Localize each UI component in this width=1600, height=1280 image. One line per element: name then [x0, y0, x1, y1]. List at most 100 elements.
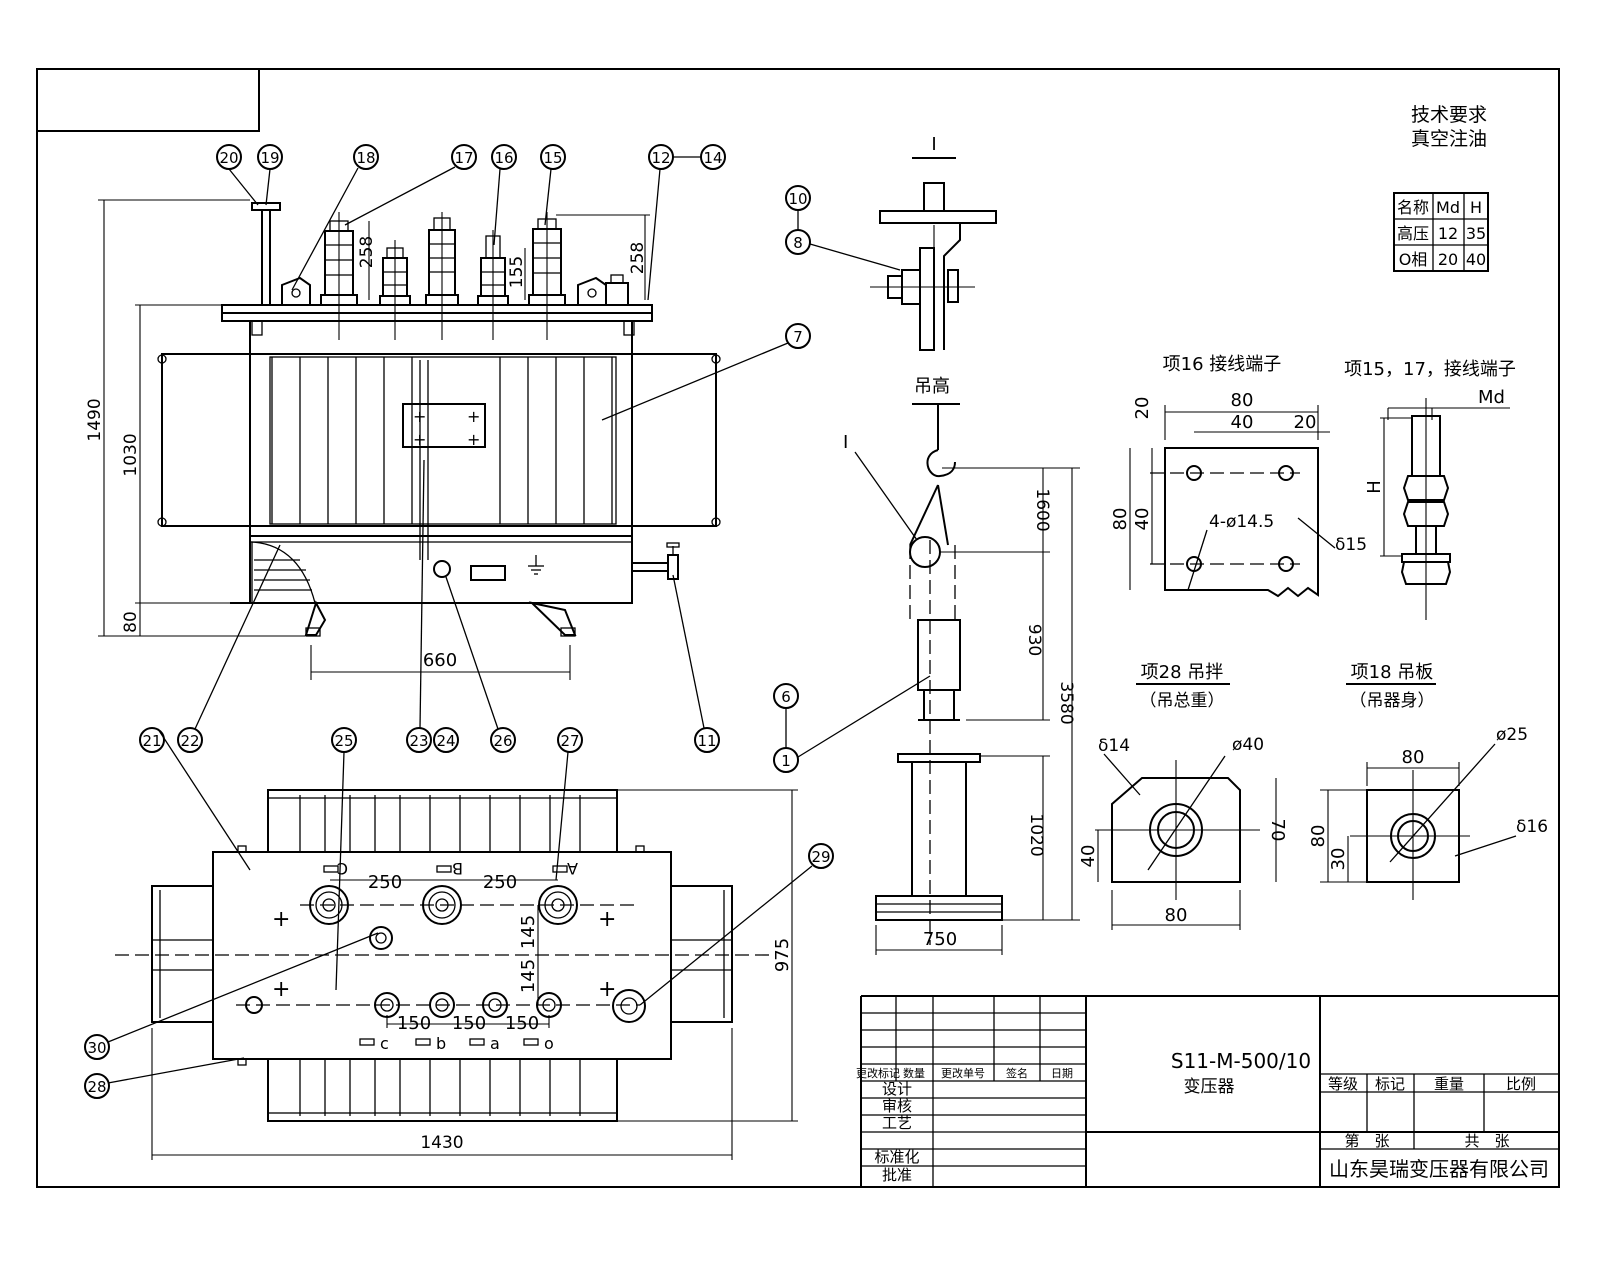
company-name: 山东昊瑞变压器有限公司 [1329, 1157, 1549, 1181]
param-row1-name: 高压 [1397, 224, 1429, 243]
change-col-mark: 更改标记 [856, 1066, 900, 1080]
lift28-sub: （吊总重） [1140, 691, 1225, 711]
product-name: 变压器 [1184, 1077, 1235, 1097]
dim-150-a: 150 [397, 1013, 431, 1034]
t16-dim-80h: 80 [1110, 508, 1131, 531]
dim-80-base: 80 [121, 611, 141, 633]
drawing-border [36, 68, 1560, 1188]
t16-dim-20: 20 [1294, 412, 1317, 433]
l28-dim-80: 80 [1165, 905, 1188, 926]
top-view: + + + + C B A c b a o [115, 789, 775, 1122]
balloon-21: 21 [142, 732, 161, 750]
dim-250-b: 250 [483, 872, 517, 893]
dim-975: 975 [772, 938, 793, 972]
sheet-number: 第 张 [1344, 1132, 1389, 1150]
dim-1020: 1020 [1026, 813, 1046, 856]
lift18-dia: ø25 [1496, 725, 1528, 745]
title-block: 更改标记 数量 更改单号 签名 日期 设计 审核 工艺 标准化 批准 S11-M… [856, 995, 1559, 1187]
balloon-16: 16 [494, 149, 513, 167]
phase-A: A [567, 859, 578, 878]
balloon-11: 11 [697, 732, 716, 750]
dim-1600: 1600 [1032, 488, 1052, 531]
dim-1430: 1430 [420, 1133, 463, 1153]
balloon-22: 22 [180, 732, 199, 750]
balloon-26: 26 [493, 732, 512, 750]
balloon-23: 23 [409, 732, 428, 750]
item-balloons: 20 19 18 17 16 15 12 14 10 8 7 6 1 11 21… [84, 144, 931, 1099]
svg-text:+: + [272, 977, 290, 1002]
role-process: 工艺 [882, 1114, 912, 1132]
stage-col-level: 等级 [1328, 1075, 1358, 1093]
balloon-15: 15 [543, 149, 562, 167]
change-col-sign: 签名 [1006, 1066, 1028, 1080]
tech-requirements-line1: 真空注油 [1411, 128, 1487, 150]
lift-18-view: 项18 吊板 （吊器身） 80 80 30 ø25 δ16 [1308, 662, 1548, 900]
stage-col-scale: 比例 [1506, 1075, 1536, 1093]
balloon-25: 25 [334, 732, 353, 750]
balloon-28: 28 [87, 1078, 106, 1096]
balloon-10: 10 [788, 190, 807, 208]
balloon-18: 18 [356, 149, 375, 167]
t16-dim-20b: 20 [1132, 397, 1153, 420]
param-row2-h: 40 [1466, 250, 1486, 269]
terminal15-title: 项15，17，接线端子 [1344, 359, 1516, 380]
terminal15-md: Md [1478, 387, 1505, 408]
dim-750: 750 [923, 929, 957, 950]
terminal-16-view: 项16 接线端子 80 40 20 20 80 40 4-ø14.5 δ15 [1110, 354, 1367, 598]
phase-B: B [452, 859, 463, 878]
role-approve: 批准 [882, 1166, 912, 1184]
stage-col-mark: 标记 [1375, 1075, 1405, 1093]
balloon-20: 20 [219, 149, 238, 167]
dim-930: 930 [1024, 624, 1044, 656]
terminal15-h: H [1364, 480, 1385, 494]
stage-col-weight: 重量 [1434, 1075, 1464, 1093]
l18-dim-80h: 80 [1308, 825, 1329, 848]
t16-dim-40: 40 [1231, 412, 1254, 433]
param-header-h: H [1470, 198, 1482, 217]
l28-dim-70: 70 [1267, 819, 1288, 842]
change-col-qty: 数量 [903, 1067, 925, 1080]
param-header-name: 名称 [1397, 198, 1429, 217]
dim-145-b: 145 [518, 959, 539, 993]
lift-28-view: 项28 吊拌 （吊总重） 80 70 40 δ14 ø40 [1078, 662, 1288, 930]
svg-text:+: + [598, 977, 616, 1002]
balloon-8: 8 [793, 234, 803, 252]
param-row1-md: 12 [1438, 224, 1458, 243]
dim-150-b: 150 [452, 1013, 486, 1034]
balloon-24: 24 [436, 732, 455, 750]
dim-258-left: 258 [357, 236, 377, 268]
terminal16-title: 项16 接线端子 [1163, 354, 1282, 375]
l18-dim-30: 30 [1328, 848, 1349, 871]
svg-text:+: + [272, 907, 290, 932]
t16-hole-note: 4-ø14.5 [1209, 512, 1274, 532]
phase-b: b [436, 1034, 446, 1053]
sheet-total: 共 张 [1464, 1132, 1509, 1150]
balloon-6: 6 [781, 688, 791, 706]
svg-text:+: + [467, 407, 480, 426]
corner-code-box [36, 68, 260, 132]
dim-1490: 1490 [85, 398, 105, 441]
top-dimensions: 250 250 145 145 150 150 150 975 1430 [151, 789, 798, 1160]
hoisting-view: 吊高 I 1600 930 3580 1020 [843, 376, 1080, 955]
detail-I-label: I [931, 134, 936, 155]
change-col-date: 日期 [1051, 1067, 1073, 1080]
terminal-15-view: 项15，17，接线端子 Md H [1344, 359, 1516, 620]
balloon-29: 29 [811, 848, 830, 866]
phase-c: c [380, 1034, 389, 1053]
param-row2-md: 20 [1438, 250, 1458, 269]
param-table: 名称 Md H 高压 12 35 O相 20 40 [1393, 192, 1489, 272]
param-row1-h: 35 [1466, 224, 1486, 243]
front-view: + + + + [157, 202, 721, 637]
role-design: 设计 [882, 1080, 912, 1098]
balloon-7: 7 [793, 328, 803, 346]
role-review: 审核 [882, 1097, 912, 1115]
balloon-30: 30 [87, 1039, 106, 1057]
t16-dim-40h: 40 [1132, 508, 1153, 531]
balloon-14: 14 [703, 149, 722, 167]
lift28-title: 项28 吊拌 [1141, 662, 1224, 683]
t16-thk-note: δ15 [1335, 535, 1367, 555]
dim-3580: 3580 [1056, 681, 1076, 724]
dim-1030: 1030 [121, 433, 141, 476]
l28-dim-40: 40 [1078, 845, 1099, 868]
